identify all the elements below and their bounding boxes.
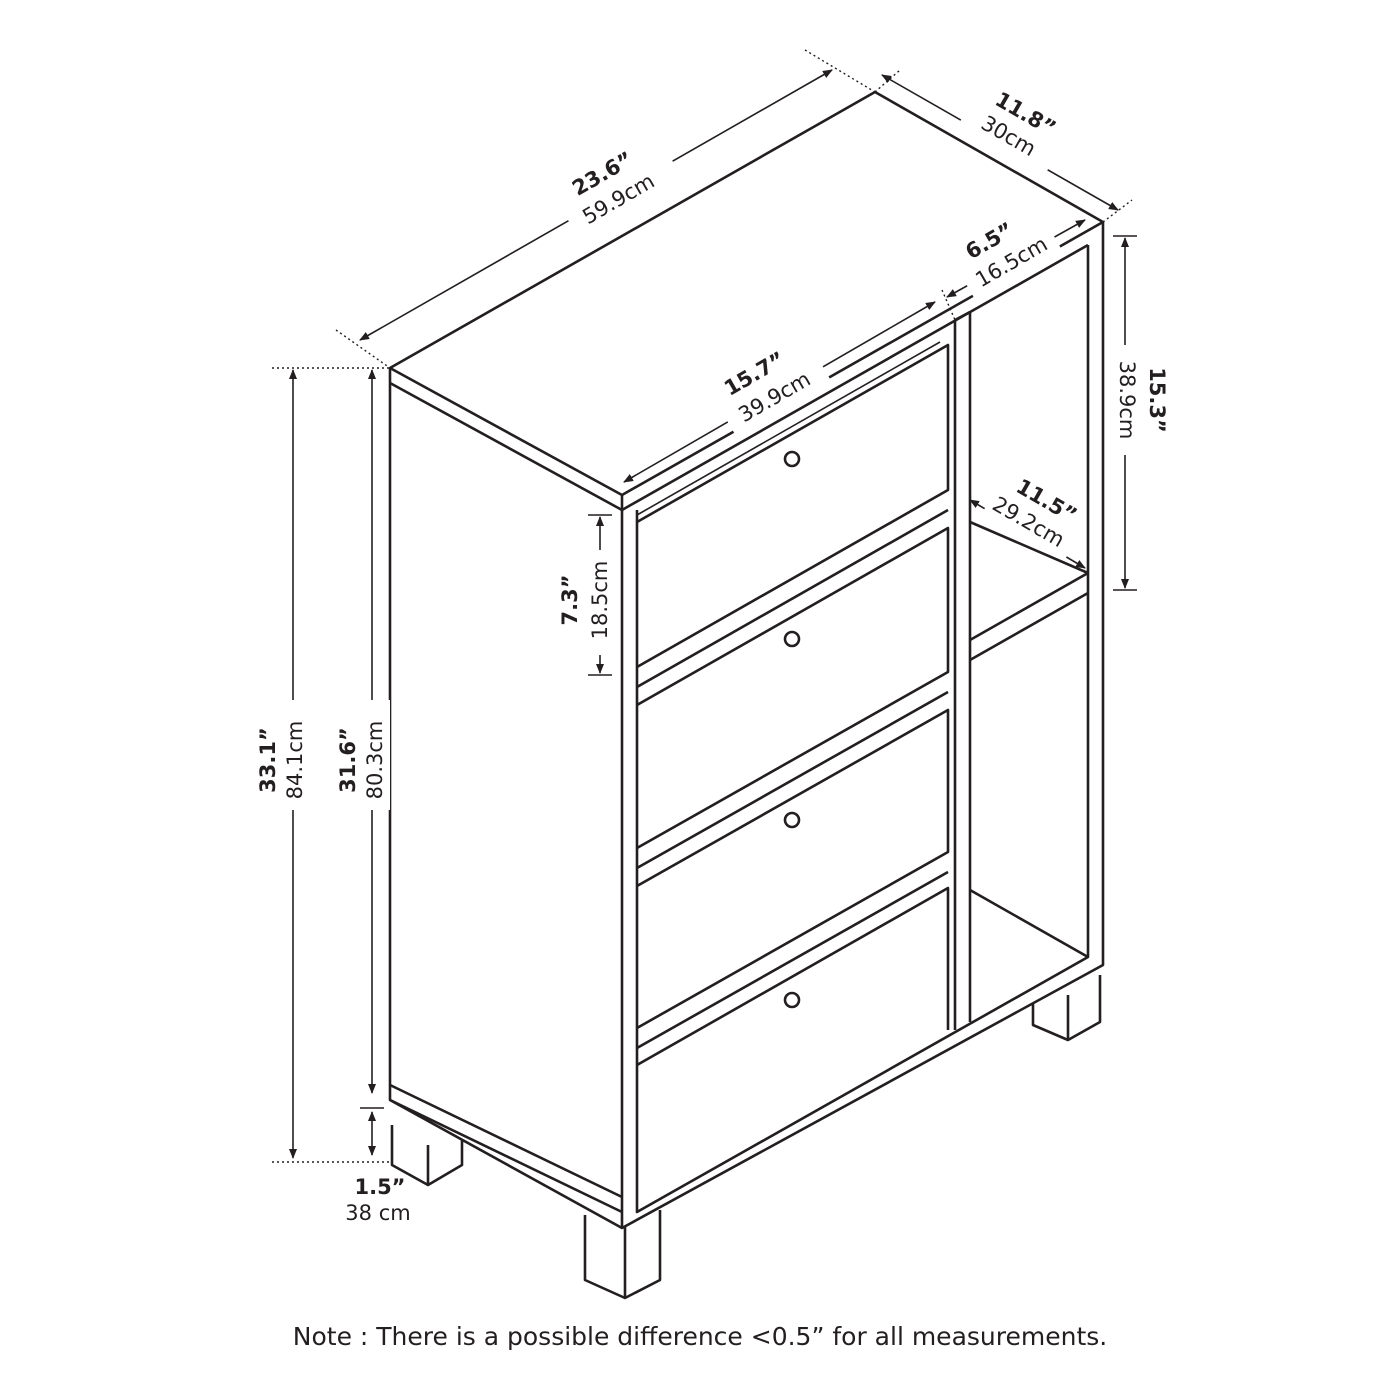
drawer-height-cm: 18.5cm — [588, 561, 612, 640]
open-height-cm: 38.9cm — [1115, 361, 1139, 440]
open-height-in: 15.3” — [1145, 367, 1169, 433]
leg-height-in: 1.5” — [354, 1175, 405, 1199]
drawer-height-in: 7.3” — [558, 574, 582, 625]
body-height-cm: 80.3cm — [363, 721, 387, 800]
total-height-in: 33.1” — [256, 727, 280, 793]
cabinet-legs — [390, 975, 1102, 1300]
leg-height-cm: 38 cm — [345, 1201, 410, 1225]
body-height-in: 31.6” — [336, 727, 360, 793]
measurement-note: Note : There is a possible difference <0… — [292, 1322, 1108, 1351]
total-height-cm: 84.1cm — [283, 721, 307, 800]
